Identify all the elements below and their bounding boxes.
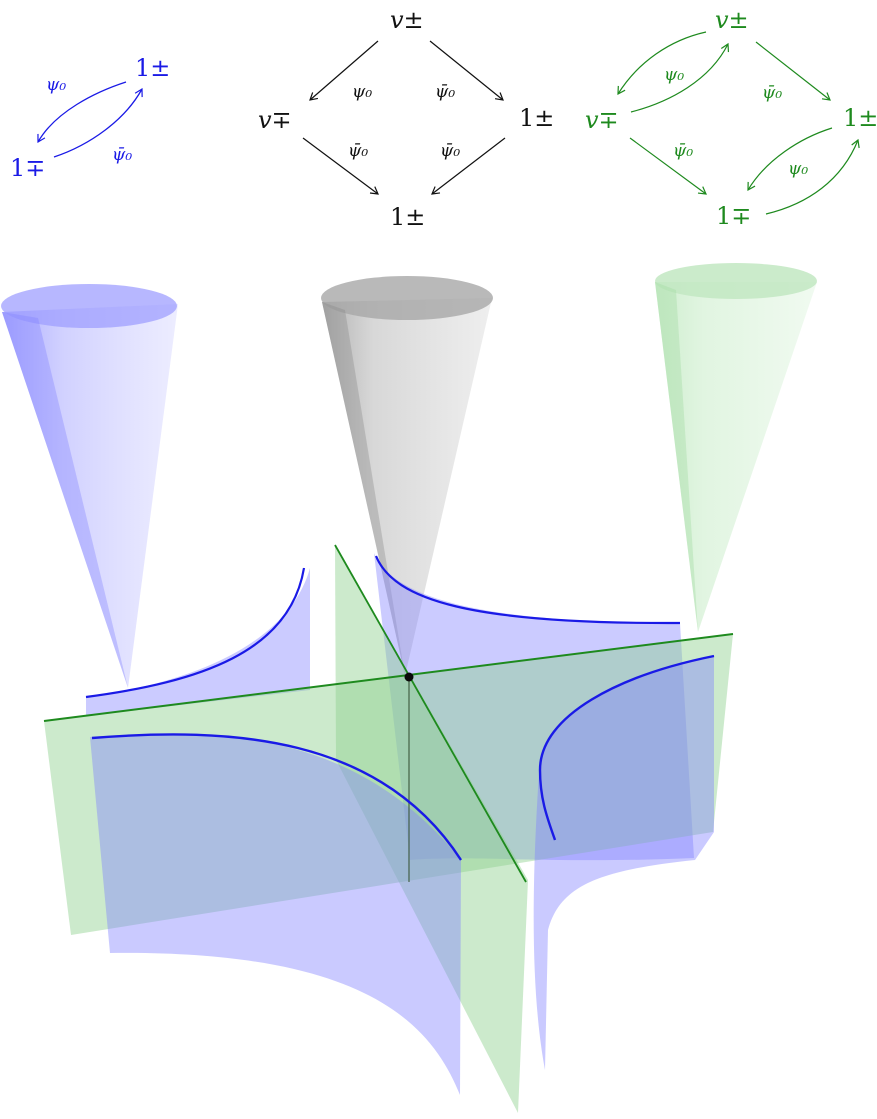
green-edge-top-loop-label: ψ₀	[664, 65, 684, 85]
gray-cone	[321, 276, 493, 676]
green-plane-vertical	[335, 545, 528, 1113]
green-node-bottom: 1∓	[716, 202, 751, 230]
black-arrow-top-right	[429, 40, 504, 101]
green-plane-horizontal	[44, 634, 733, 935]
green-loop-bottom-a	[747, 127, 833, 192]
diagram-green: v± v∓ 1± 1∓ ψ₀ ψ̄₀ ψ̄₀ ψ₀	[585, 6, 877, 230]
blue-node-bottom: 1∓	[10, 154, 45, 182]
black-edge-bottom-left-label: ψ̄₀	[348, 141, 368, 161]
green-loop-top-a	[617, 31, 707, 96]
blue-sheet-back-right	[374, 553, 694, 861]
green-node-left: v∓	[585, 106, 619, 134]
green-edge-bottom-loop-label: ψ₀	[788, 159, 808, 179]
green-loop-top-b	[630, 42, 730, 113]
blue-cone	[1, 284, 178, 688]
green-node-right: 1±	[843, 104, 877, 132]
diagram-blue: 1± 1∓ ψ₀ ψ̄₀	[10, 54, 170, 182]
green-line-horizontal	[43, 633, 734, 722]
black-edge-bottom-right-label: ψ̄₀	[440, 141, 460, 161]
green-loop-bottom-b	[765, 138, 860, 215]
surface-illustration	[1, 263, 817, 1113]
black-arrow-bottom-right	[431, 137, 506, 195]
blue-arrow-down	[37, 81, 127, 144]
blue-curve-front-left	[91, 733, 463, 861]
black-node-right: 1±	[519, 104, 554, 132]
black-node-top: v±	[390, 6, 424, 34]
green-arrow-bottom-left	[629, 137, 707, 195]
green-edge-top-right-label: ψ̄₀	[762, 83, 782, 103]
blue-sheet-back-left	[86, 568, 310, 716]
black-node-bottom: 1±	[390, 203, 425, 231]
black-edge-top-left-label: ψ₀	[352, 82, 372, 102]
green-cone	[655, 263, 817, 632]
origin-point	[404, 672, 414, 682]
blue-node-top: 1±	[135, 54, 170, 82]
blue-sheet-front-right	[533, 656, 714, 1070]
blue-sheet-front-left	[90, 733, 461, 1095]
blue-curve-front-right	[538, 654, 715, 841]
green-node-top: v±	[715, 6, 749, 34]
black-arrow-top-left	[309, 40, 379, 101]
blue-edge-up-label: ψ₀	[46, 75, 66, 95]
black-node-left: v∓	[258, 106, 292, 134]
diagram-black: v± v∓ 1± 1± ψ₀ ψ̄₀ ψ̄₀ ψ̄₀	[258, 6, 554, 231]
green-arrow-top-right	[755, 41, 831, 101]
blue-edge-down-label: ψ̄₀	[112, 145, 132, 165]
green-line-diagonal	[334, 544, 527, 883]
blue-curve-back-left	[85, 567, 306, 699]
black-arrow-bottom-left	[302, 137, 379, 195]
blue-arrow-up	[53, 87, 143, 158]
green-edge-bottom-left-label: ψ̄₀	[673, 141, 693, 161]
blue-curve-back-right	[374, 555, 681, 625]
black-edge-top-right-label: ψ̄₀	[435, 82, 455, 102]
